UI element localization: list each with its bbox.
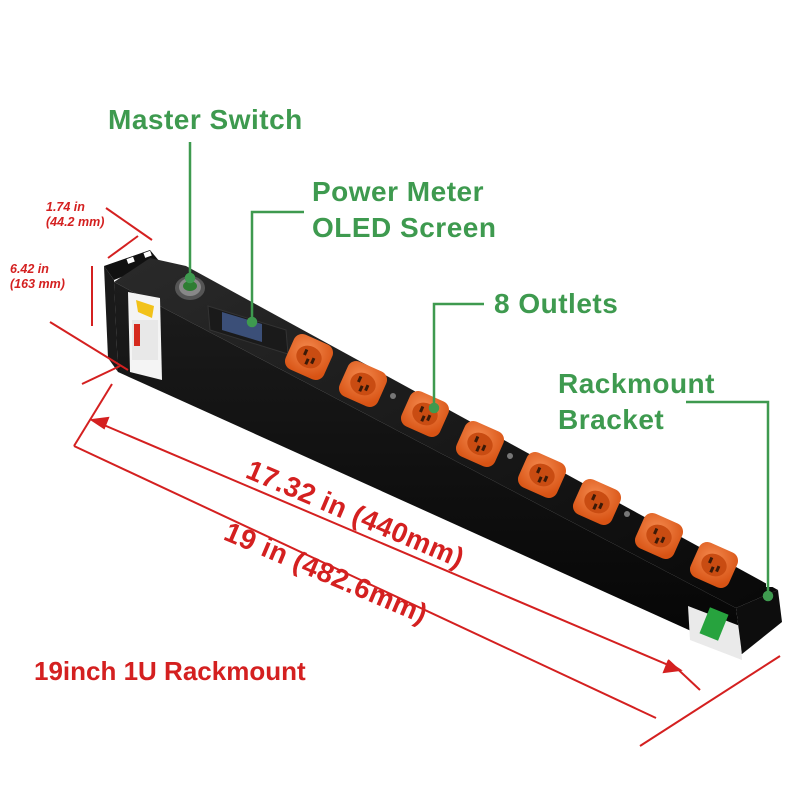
depth-inches: 6.42 in (10, 262, 49, 276)
rackmount-bracket-line-1: Rackmount (558, 368, 715, 399)
outlet-icon (284, 333, 334, 381)
depth-mm: (163 mm) (10, 277, 65, 291)
outlet-icon (572, 478, 622, 526)
height-inches: 1.74 in (46, 200, 85, 214)
rackmount-bracket-label: Rackmount Bracket (558, 366, 715, 438)
power-meter-line-2: OLED Screen (312, 212, 497, 243)
height-dimension: 1.74 in (44.2 mm) (46, 200, 104, 230)
rackmount-size-label: 19inch 1U Rackmount (34, 656, 306, 686)
outlet-row (284, 333, 739, 589)
outlet-icon (455, 420, 505, 468)
height-mm: (44.2 mm) (46, 215, 105, 229)
callout-lines (184, 142, 774, 602)
screw-icon (507, 453, 513, 459)
outlet-icon (338, 360, 388, 408)
outlets-label: 8 Outlets (494, 286, 618, 322)
master-switch-text: Master Switch (108, 104, 303, 135)
outlets-text: 8 Outlets (494, 288, 619, 319)
dimension-lines (49, 207, 781, 747)
screw-icon (390, 393, 396, 399)
master-switch-label: Master Switch (108, 102, 303, 138)
depth-dimension: 6.42 in (163 mm) (10, 262, 65, 292)
screw-icon (624, 511, 630, 517)
power-meter-line-1: Power Meter (312, 176, 484, 207)
power-meter-label: Power Meter OLED Screen (312, 174, 496, 246)
outlet-icon (517, 451, 567, 499)
outlet-icon (689, 541, 739, 589)
power-switch-icon (175, 276, 205, 300)
outlet-icon (634, 512, 684, 560)
rackmount-bracket-line-2: Bracket (558, 404, 665, 435)
